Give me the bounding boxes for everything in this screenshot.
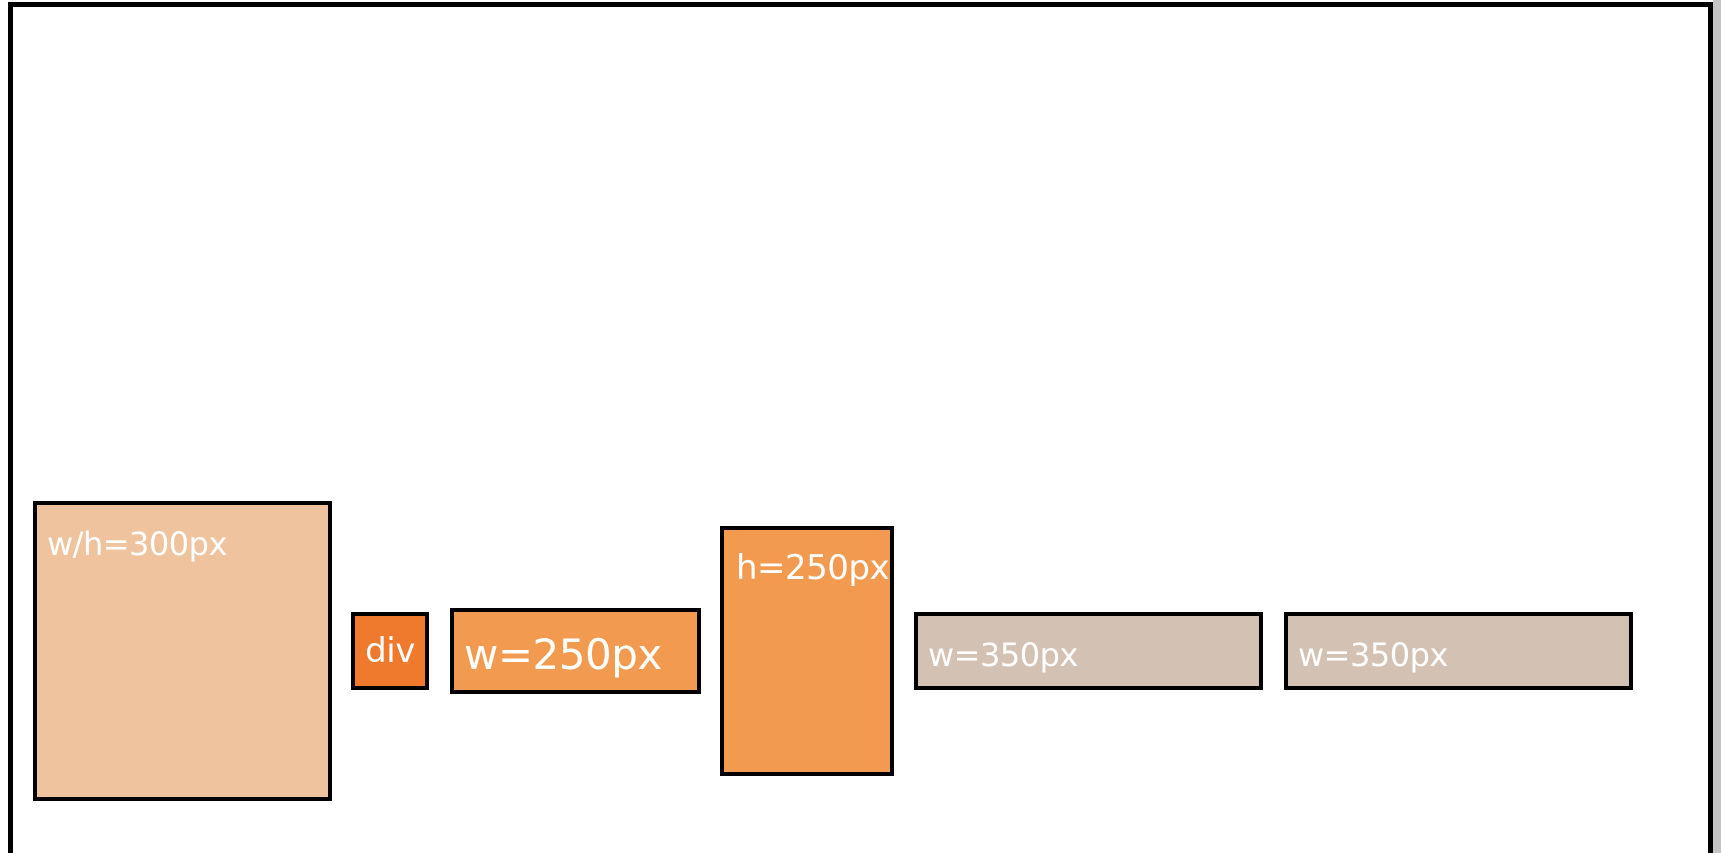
box-width-250: w=250px bbox=[450, 608, 701, 694]
box-label: h=250px bbox=[736, 548, 890, 588]
box-label: div bbox=[365, 631, 415, 671]
box-width-350: w=350px bbox=[1284, 612, 1633, 690]
box-label: w=350px bbox=[928, 636, 1078, 674]
window-edge bbox=[1713, 0, 1721, 853]
box-300-square: w/h=300px bbox=[33, 501, 332, 801]
box-label: w=250px bbox=[464, 630, 662, 679]
box-label: w=350px bbox=[1298, 636, 1448, 674]
box-height-250: h=250px bbox=[720, 526, 894, 776]
box-label: w/h=300px bbox=[47, 525, 227, 563]
box-width-350: w=350px bbox=[914, 612, 1263, 690]
box-div: div bbox=[351, 612, 429, 690]
